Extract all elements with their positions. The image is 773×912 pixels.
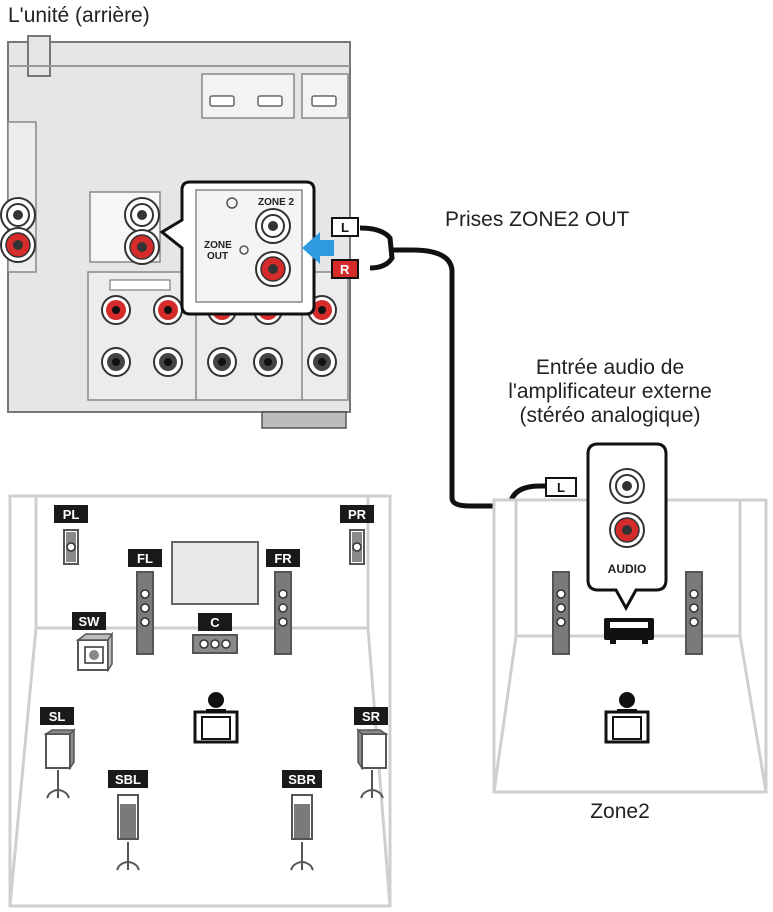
receiver-plug-right: R xyxy=(331,259,359,279)
receiver-plug-left-label: L xyxy=(341,220,349,235)
external-amplifier-icon xyxy=(604,618,654,644)
speaker-sw: SW xyxy=(72,612,114,673)
zone2-out-label: Prises ZONE2 OUT xyxy=(445,208,630,231)
speaker-fr-label: FR xyxy=(274,551,292,566)
stereo-cable: L R L R xyxy=(331,217,577,541)
speaker-sbr: SBR xyxy=(282,770,322,871)
amp-audio-label: AUDIO xyxy=(608,562,647,576)
speaker-sl-label: SL xyxy=(49,709,66,724)
main-room: PL PR FL FR C xyxy=(8,494,392,908)
receiver-plug-left: L xyxy=(331,217,359,237)
speaker-pl: PL xyxy=(54,505,88,565)
amp-input-panel: AUDIO xyxy=(586,442,668,612)
external-amp-label: Entrée audio de l'amplificateur externe … xyxy=(465,356,755,428)
callout-zone-text: ZONE xyxy=(204,240,232,251)
receiver-plug-right-label: R xyxy=(340,262,350,277)
external-amp-label-line1: Entrée audio de xyxy=(535,356,685,379)
amp-input-left-jack xyxy=(609,468,645,504)
speaker-sr-label: SR xyxy=(362,709,381,724)
tv-icon xyxy=(171,541,259,605)
zone2-out-callout: ZONE 2 ZONE OUT xyxy=(159,180,316,316)
zone2-right-speaker xyxy=(685,571,703,655)
speaker-fr: FR xyxy=(266,549,300,655)
zone2-left-speaker xyxy=(552,571,570,655)
speaker-sr: SR xyxy=(354,707,389,799)
zone2-out-left-jack xyxy=(255,208,291,244)
speaker-fl: FL xyxy=(128,549,162,655)
receiver-arrow-icon xyxy=(302,232,334,264)
external-amp-label-line3: (stéréo analogique) xyxy=(519,404,701,427)
unit-rear-label: L'unité (arrière) xyxy=(8,4,150,27)
speaker-sbl: SBL xyxy=(108,770,148,871)
speaker-sl: SL xyxy=(40,707,76,799)
callout-zone2-text: ZONE 2 xyxy=(258,197,295,208)
callout-out-text: OUT xyxy=(207,251,228,262)
speaker-pr-label: PR xyxy=(348,507,367,522)
speaker-c-label: C xyxy=(210,615,220,630)
speaker-sw-label: SW xyxy=(79,614,101,629)
amp-input-right-jack xyxy=(609,512,645,548)
speaker-sbr-label: SBR xyxy=(288,772,316,787)
zone2-label: Zone2 xyxy=(590,800,650,823)
amp-plug-left: L xyxy=(545,477,577,497)
speaker-c: C xyxy=(192,613,238,654)
speaker-pr: PR xyxy=(340,505,374,565)
external-amp-label-line2: l'amplificateur externe xyxy=(508,380,712,403)
speaker-pl-label: PL xyxy=(63,507,80,522)
speaker-sbl-label: SBL xyxy=(115,772,141,787)
zone2-out-right-jack xyxy=(255,251,291,287)
amp-plug-left-label: L xyxy=(557,480,565,495)
zone2-room: AUDIO xyxy=(492,442,768,794)
speaker-fl-label: FL xyxy=(137,551,153,566)
